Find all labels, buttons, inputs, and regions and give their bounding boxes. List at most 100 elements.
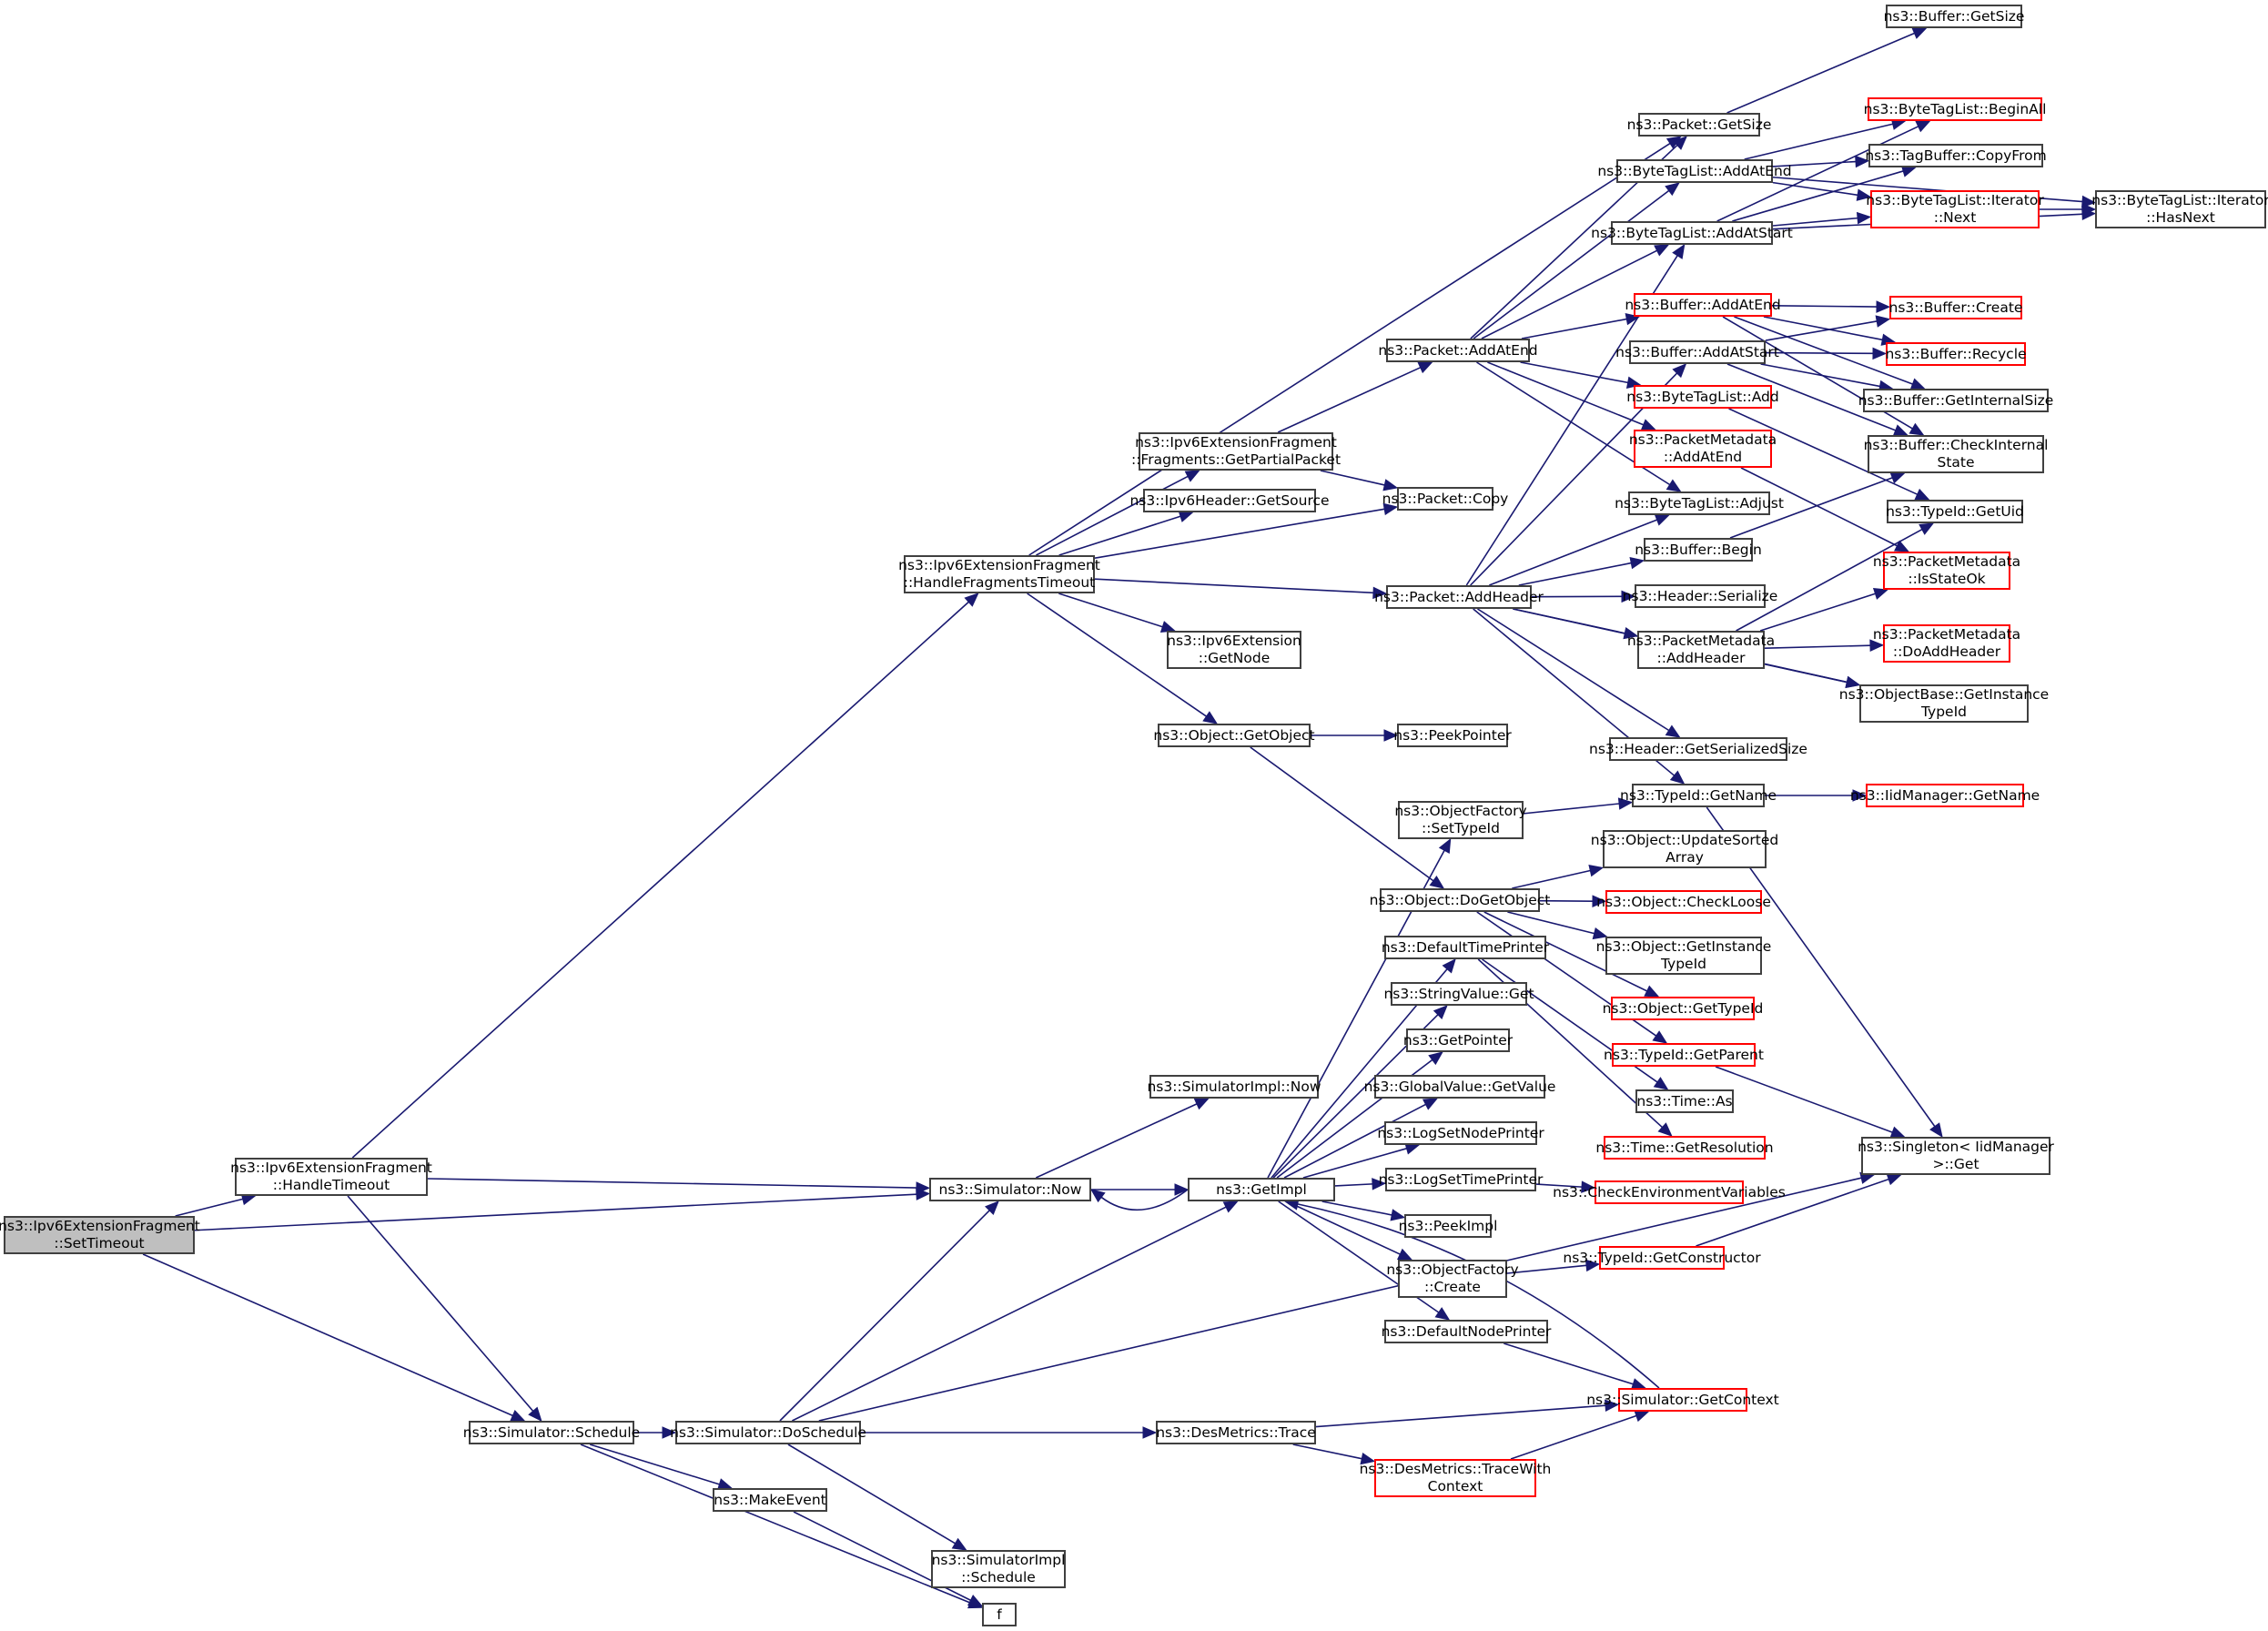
edge-n12-n17 xyxy=(1320,470,1385,486)
edge-n31-n54 xyxy=(1510,1414,1637,1460)
arrowhead-n16-n33 xyxy=(1665,182,1680,197)
graph-node-packet-addatend[interactable]: ns3::Packet::AddAtEnd xyxy=(1378,339,1538,362)
graph-node-bytetaglist-iterator-hasnext[interactable]: ns3::ByteTagList::Iterator ::HasNext xyxy=(2091,190,2268,228)
edge-n18-n43 xyxy=(1477,608,1670,732)
graph-node-ipv6extensionfragment-fragments-getpartialpacket[interactable]: ns3::Ipv6ExtensionFragment ::Fragments::… xyxy=(1131,432,1341,471)
graph-node-object-gettypeid[interactable]: ns3::Object::GetTypeId xyxy=(1603,997,1763,1020)
edge-n18-n39 xyxy=(1489,519,1657,586)
graph-node-objectbase-getinstance-typeid[interactable]: ns3::ObjectBase::GetInstance TypeId xyxy=(1839,684,2049,723)
graph-node-defaultnodeprinter[interactable]: ns3::DefaultNodePrinter xyxy=(1382,1320,1551,1343)
edge-n1-n4 xyxy=(351,601,969,1159)
graph-node-header-serialize[interactable]: ns3::Header::Serialize xyxy=(1623,584,1777,608)
graph-node-typeid-getname[interactable]: ns3::TypeId::GetName xyxy=(1620,784,1777,807)
graph-node-buffer-getsize[interactable]: ns3::Buffer::GetSize xyxy=(1884,5,2024,28)
graph-node-packetmetadata-addheader[interactable]: ns3::PacketMetadata ::AddHeader xyxy=(1627,631,1775,669)
graph-node-buffer-getinternalsize[interactable]: ns3::Buffer::GetInternalSize xyxy=(1858,389,2053,412)
graph-node-ipv6extensionfragment-settimeout: ns3::Ipv6ExtensionFragment ::SetTimeout xyxy=(0,1216,200,1254)
arrowhead-n5-n2 xyxy=(985,1200,999,1216)
graph-node-packet-addheader[interactable]: ns3::Packet::AddHeader xyxy=(1374,585,1544,609)
graph-node-packet-copy[interactable]: ns3::Packet::Copy xyxy=(1382,487,1508,511)
graph-node-makeevent[interactable]: ns3::MakeEvent xyxy=(713,1488,827,1512)
graph-node-bytetaglist-iterator-next[interactable]: ns3::ByteTagList::Iterator ::Next xyxy=(1866,190,2044,228)
edge-n0-n1 xyxy=(175,1198,243,1217)
edge-n16-n34 xyxy=(1481,249,1657,339)
graph-node-object-dogetobject[interactable]: ns3::Object::DoGetObject xyxy=(1370,888,1550,912)
graph-node-peekimpl[interactable]: ns3::PeekImpl xyxy=(1399,1214,1497,1238)
graph-node-logsetnodeprinter[interactable]: ns3::LogSetNodePrinter xyxy=(1377,1121,1544,1145)
edge-n27-n52 xyxy=(1535,1183,1583,1188)
graph-node-ipv6extensionfragment-handlefragmentstimeout[interactable]: ns3::Ipv6ExtensionFragment ::HandleFragm… xyxy=(898,555,1100,593)
graph-node-objectfactory-settypeid[interactable]: ns3::ObjectFactory ::SetTypeId xyxy=(1394,801,1527,839)
edge-n21-n45 xyxy=(1512,869,1591,889)
graph-node-packet-getsize[interactable]: ns3::Packet::GetSize xyxy=(1627,113,1771,137)
graph-node-buffer-addatend[interactable]: ns3::Buffer::AddAtEnd xyxy=(1625,293,1781,317)
graph-node-tagbuffer-copyfrom[interactable]: ns3::TagBuffer::CopyFrom xyxy=(1865,144,2047,167)
graph-node-getimpl[interactable]: ns3::GetImpl xyxy=(1188,1178,1335,1201)
edge-n35-n62 xyxy=(1734,316,1913,385)
graph-node-stringvalue-get[interactable]: ns3::StringValue::Get xyxy=(1383,982,1534,1006)
graph-node-ipv6extensionfragment-handletimeout[interactable]: ns3::Ipv6ExtensionFragment ::HandleTimeo… xyxy=(230,1158,432,1196)
graph-node-singleton-iidmanager-get[interactable]: ns3::Singleton< IidManager >::Get xyxy=(1858,1137,2054,1175)
graph-node-typeid-getparent[interactable]: ns3::TypeId::GetParent xyxy=(1604,1043,1764,1067)
graph-node-packetmetadata-doaddheader[interactable]: ns3::PacketMetadata ::DoAddHeader xyxy=(1873,624,2020,663)
graph-node-logsettimeprinter[interactable]: ns3::LogSetTimePrinter xyxy=(1379,1168,1543,1191)
graph-node-packetmetadata-isstateok[interactable]: ns3::PacketMetadata ::IsStateOk xyxy=(1873,552,2020,590)
graph-node-f[interactable]: f xyxy=(982,1603,1017,1626)
graph-node-header-getserializedsize[interactable]: ns3::Header::GetSerializedSize xyxy=(1589,737,1807,761)
edge-n16-n33 xyxy=(1473,189,1670,339)
graph-node-simulatorimpl-now[interactable]: ns3::SimulatorImpl::Now xyxy=(1147,1075,1321,1099)
graph-node-bytetaglist-addatstart[interactable]: ns3::ByteTagList::AddAtStart xyxy=(1591,221,1793,245)
arrowhead-n18-n44 xyxy=(1669,770,1686,785)
graph-node-objectfactory-create[interactable]: ns3::ObjectFactory ::Create xyxy=(1386,1260,1519,1298)
graph-node-simulator-schedule[interactable]: ns3::Simulator::Schedule xyxy=(463,1421,640,1444)
graph-node-buffer-create[interactable]: ns3::Buffer::Create xyxy=(1889,296,2022,319)
arrowhead-n27-n52 xyxy=(1581,1180,1596,1193)
graph-node-typeid-getuid[interactable]: ns3::TypeId::GetUid xyxy=(1886,500,2024,523)
graph-node-buffer-checkinternal-state[interactable]: ns3::Buffer::CheckInternal State xyxy=(1864,435,2048,473)
graph-node-checkenvironmentvariables[interactable]: ns3::CheckEnvironmentVariables xyxy=(1553,1180,1786,1204)
arrowhead-n10-n23 xyxy=(1433,1005,1448,1020)
graph-node-buffer-begin[interactable]: ns3::Buffer::Begin xyxy=(1635,538,1762,562)
graph-node-defaulttimeprinter[interactable]: ns3::DefaultTimePrinter xyxy=(1382,936,1549,959)
graph-node-bytetaglist-beginall[interactable]: ns3::ByteTagList::BeginAll xyxy=(1864,97,2046,121)
edge-n35-n60 xyxy=(1771,305,1878,308)
graph-node-buffer-addatstart[interactable]: ns3::Buffer::AddAtStart xyxy=(1615,340,1779,364)
graph-node-simulator-doschedule[interactable]: ns3::Simulator::DoSchedule xyxy=(670,1421,866,1444)
graph-node-typeid-getconstructor[interactable]: ns3::TypeId::GetConstructor xyxy=(1563,1246,1761,1270)
edge-n49-n69 xyxy=(1715,1066,1893,1133)
graph-node-object-checkloose[interactable]: ns3::Object::CheckLoose xyxy=(1596,890,1771,914)
edge-n4-n12 xyxy=(1036,475,1189,556)
graph-node-bytetaglist-adjust[interactable]: ns3::ByteTagList::Adjust xyxy=(1615,491,1784,515)
arrowhead-n2-n10 xyxy=(1174,1183,1190,1196)
graph-node-bytetaglist-addatend[interactable]: ns3::ByteTagList::AddAtEnd xyxy=(1597,159,1792,183)
edge-n36-n61 xyxy=(1765,351,1874,355)
graph-node-globalvalue-getvalue[interactable]: ns3::GlobalValue::GetValue xyxy=(1364,1075,1555,1099)
arrowhead-n10-n2 xyxy=(1089,1189,1106,1203)
graph-node-ipv6extension-getnode[interactable]: ns3::Ipv6Extension ::GetNode xyxy=(1167,631,1301,669)
arrowhead-n10-n22 xyxy=(1442,958,1456,974)
graph-node-peekpointer[interactable]: ns3::PeekPointer xyxy=(1393,724,1512,747)
edge-n33-n59 xyxy=(1772,176,2083,203)
graph-node-object-getinstance-typeid[interactable]: ns3::Object::GetInstance TypeId xyxy=(1596,937,1771,975)
graph-node-desmetrics-trace[interactable]: ns3::DesMetrics::Trace xyxy=(1156,1421,1316,1444)
arrowhead-n4-n17 xyxy=(1382,502,1399,516)
edge-n34-n57 xyxy=(1732,170,1904,222)
graph-node-desmetrics-tracewith-context[interactable]: ns3::DesMetrics::TraceWith Context xyxy=(1360,1459,1551,1497)
arrowhead-n29-n53 xyxy=(1585,1259,1601,1272)
graph-node-bytetaglist-add[interactable]: ns3::ByteTagList::Add xyxy=(1626,385,1779,409)
graph-node-simulator-now[interactable]: ns3::Simulator::Now xyxy=(929,1178,1091,1201)
graph-node-iidmanager-getname[interactable]: ns3::IidManager::GetName xyxy=(1850,784,2040,807)
graph-node-simulatorimpl-schedule[interactable]: ns3::SimulatorImpl ::Schedule xyxy=(931,1550,1066,1588)
edge-n33-n58 xyxy=(1772,181,1858,197)
graph-node-buffer-recycle[interactable]: ns3::Buffer::Recycle xyxy=(1885,342,2027,366)
graph-node-object-updatesorted-array[interactable]: ns3::Object::UpdateSorted Array xyxy=(1591,830,1778,868)
graph-node-packetmetadata-addatend[interactable]: ns3::PacketMetadata ::AddAtEnd xyxy=(1629,430,1777,468)
graph-node-time-as[interactable]: ns3::Time::As xyxy=(1635,1089,1734,1113)
graph-node-ipv6header-getsource[interactable]: ns3::Ipv6Header::GetSource xyxy=(1129,489,1330,512)
graph-node-time-getresolution[interactable]: ns3::Time::GetResolution xyxy=(1595,1136,1774,1160)
edge-n36-n63 xyxy=(1726,363,1897,431)
graph-node-getpointer[interactable]: ns3::GetPointer xyxy=(1403,1028,1513,1052)
edge-n30-n54 xyxy=(1504,1342,1634,1385)
graph-node-object-getobject[interactable]: ns3::Object::GetObject xyxy=(1153,724,1315,747)
graph-node-simulator-getcontext[interactable]: ns3::Simulator::GetContext xyxy=(1586,1388,1779,1412)
